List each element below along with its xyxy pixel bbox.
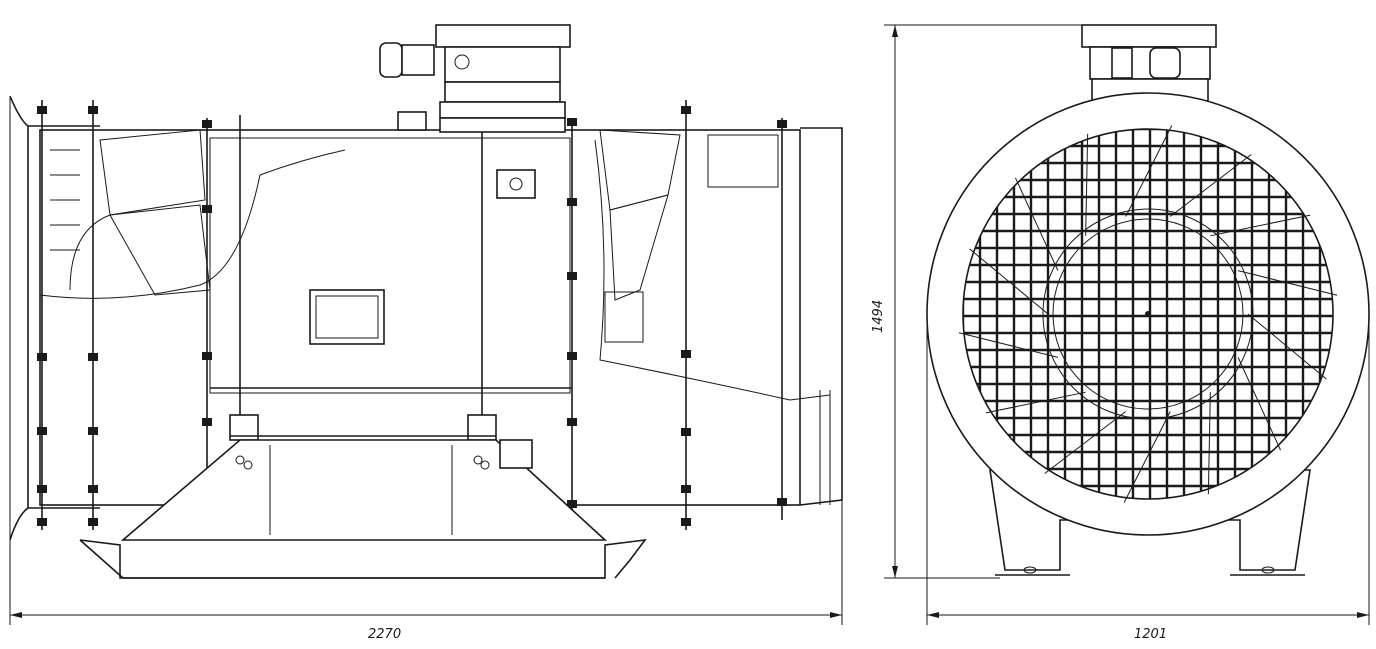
cutaway-line-left (39, 149, 346, 299)
front-fan-blades (958, 125, 1338, 503)
outlet-ring (799, 127, 843, 506)
inlet-fan-blades (50, 129, 211, 296)
fan-blade-edge (1125, 125, 1173, 217)
base-frame (79, 387, 647, 579)
fan-blade-edge (1085, 133, 1089, 236)
fan-blade-edge (985, 391, 1086, 414)
terminal-box (379, 24, 571, 133)
fan-blade-edge (1169, 154, 1252, 217)
cable-gland-top (496, 169, 536, 199)
fan-blade-edge (1210, 214, 1311, 237)
fan-blade-edge (1123, 411, 1171, 503)
dimension-lines (9, 24, 1370, 625)
fan-blade-edge (1044, 411, 1127, 474)
fan-blade-edge (1237, 270, 1338, 296)
front-view (926, 24, 1370, 576)
fan-blade-edge (1015, 177, 1059, 271)
fan-blade-edge (969, 248, 1049, 315)
cutaway-line-right (594, 139, 831, 401)
dimension-length-label: 2270 (368, 627, 401, 642)
fan-blade-edge (1207, 392, 1211, 495)
fan-blade-edge (1247, 313, 1327, 380)
inlet-bell (9, 95, 29, 541)
ring-bolts (37, 106, 787, 526)
dimension-width-label: 1201 (1134, 627, 1167, 642)
nameplate (309, 289, 385, 345)
front-terminal-box (1081, 24, 1217, 48)
fan-blade-edge (958, 332, 1059, 358)
flange-rings (41, 100, 783, 530)
side-view (9, 24, 843, 579)
outlet-fan-blades (599, 129, 779, 343)
dimension-height-label: 1494 (871, 300, 886, 333)
fan-blade-edge (1237, 357, 1281, 451)
motor-body (209, 137, 571, 394)
